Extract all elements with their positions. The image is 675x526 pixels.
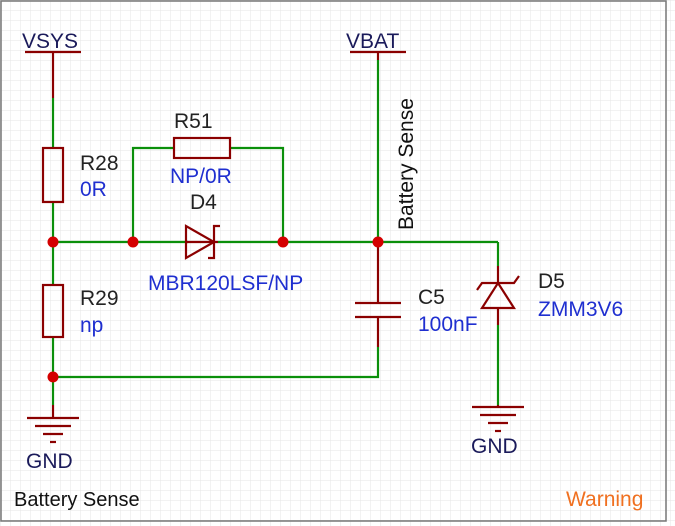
d4-ref: D4 bbox=[190, 191, 217, 214]
r28-value: 0R bbox=[80, 178, 107, 201]
junctions bbox=[47, 236, 384, 383]
d4-value: MBR120LSF/NP bbox=[148, 272, 303, 295]
junction-dot bbox=[372, 236, 384, 248]
junction-dot bbox=[127, 236, 139, 248]
junction-dot bbox=[47, 236, 59, 248]
junction-dot bbox=[47, 371, 59, 383]
d4-triangle bbox=[184, 224, 217, 260]
r28-ref: R28 bbox=[80, 152, 119, 175]
net-label-vbat: VBAT bbox=[346, 30, 399, 53]
resistor-r29[interactable]: R29 np bbox=[41, 283, 119, 339]
zener-d5[interactable]: D5 ZMM3V6 bbox=[476, 270, 623, 321]
d4-bar bbox=[208, 224, 220, 260]
net-vsys[interactable]: VSYS bbox=[22, 30, 81, 54]
c5-value: 100nF bbox=[418, 313, 478, 336]
wire-r51-left[interactable] bbox=[131, 146, 174, 242]
net-label-vsys: VSYS bbox=[22, 30, 78, 53]
status-warning[interactable]: Warning bbox=[566, 488, 643, 511]
gnd-label-left: GND bbox=[26, 450, 73, 473]
wire-c5-to-gnd[interactable] bbox=[53, 347, 380, 379]
r51-ref: R51 bbox=[174, 110, 213, 133]
gnd-label-right: GND bbox=[471, 435, 518, 458]
wire-r51-right[interactable] bbox=[230, 146, 285, 242]
net-vbat[interactable]: VBAT bbox=[346, 30, 406, 54]
gnd-symbol-left[interactable]: GND bbox=[26, 416, 79, 473]
d5-value: ZMM3V6 bbox=[538, 298, 623, 321]
r51-value: NP/0R bbox=[170, 165, 232, 188]
r29-ref: R29 bbox=[80, 287, 119, 310]
r29-value: np bbox=[80, 314, 103, 337]
sheet-title: Battery Sense bbox=[14, 489, 140, 511]
resistor-r28[interactable]: R28 0R bbox=[41, 146, 119, 204]
capacitor-c5[interactable]: C5 100nF bbox=[355, 286, 478, 336]
c5-ref: C5 bbox=[418, 286, 445, 309]
net-label-battery-sense: Battery Sense bbox=[395, 98, 418, 230]
d5-ref: D5 bbox=[538, 270, 565, 293]
resistor-r51[interactable]: R51 NP/0R bbox=[170, 110, 232, 188]
junction-dot bbox=[277, 236, 289, 248]
diode-d4[interactable]: D4 MBR120LSF/NP bbox=[148, 191, 303, 295]
d5-triangle bbox=[479, 280, 517, 310]
d5-bar bbox=[476, 275, 520, 291]
gnd-symbol-right[interactable]: GND bbox=[471, 405, 524, 458]
